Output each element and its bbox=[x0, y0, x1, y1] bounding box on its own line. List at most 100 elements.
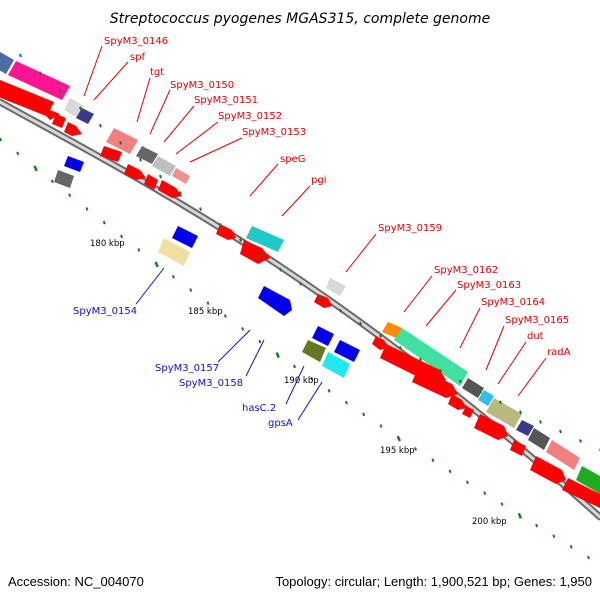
scale-tick bbox=[241, 327, 245, 331]
gene-label: spf bbox=[130, 52, 146, 63]
gene-arrow bbox=[562, 478, 600, 508]
gene-label: SpyM3_0159 bbox=[378, 223, 442, 234]
feature-block bbox=[546, 440, 580, 470]
gene-label: SpyM3_0146 bbox=[104, 36, 168, 47]
scale-tick bbox=[293, 364, 296, 369]
scale-tick bbox=[219, 222, 222, 227]
scale-tick bbox=[99, 123, 102, 128]
scale-tick bbox=[500, 502, 504, 506]
scale-tick bbox=[258, 339, 262, 344]
scale-tick bbox=[499, 400, 502, 405]
scale-tick bbox=[102, 220, 106, 225]
feature-block bbox=[326, 278, 346, 296]
reverse-gene-features bbox=[54, 156, 360, 378]
scale-tick bbox=[310, 376, 314, 381]
scale-tick bbox=[448, 469, 452, 474]
reverse-label-leaders bbox=[135, 267, 323, 421]
gene-arrow bbox=[314, 294, 332, 308]
feature-block bbox=[478, 390, 494, 406]
feature-block bbox=[106, 128, 138, 154]
gene-arrow bbox=[334, 340, 360, 362]
scale-tick bbox=[379, 424, 383, 428]
scale-tick bbox=[359, 321, 362, 326]
gene-arrow bbox=[448, 394, 466, 410]
scale-tick bbox=[327, 388, 331, 393]
gene-arrow bbox=[158, 180, 182, 198]
scale-tick bbox=[119, 141, 122, 145]
scale-label-195: 195 kbp bbox=[380, 446, 415, 456]
scale-tick bbox=[431, 458, 435, 462]
scale-tick bbox=[206, 301, 210, 305]
scale-tick bbox=[279, 267, 282, 272]
gene-arrow bbox=[144, 174, 158, 190]
scale-tick bbox=[223, 314, 227, 318]
gene-label: SpyM3_0164 bbox=[481, 297, 545, 308]
gene-arrow bbox=[100, 146, 122, 162]
gene-label: SpyM3_0153 bbox=[242, 127, 306, 138]
scale-tick bbox=[154, 261, 159, 268]
scale-labels: 180 kbp 185 kbp 190 kbp 195 kbp 200 kbp bbox=[90, 239, 507, 527]
scale-tick bbox=[199, 207, 202, 211]
scale-tick bbox=[517, 512, 522, 519]
gene-label: SpyM3_0154 bbox=[73, 306, 137, 317]
scale-tick bbox=[535, 523, 539, 528]
scale-tick bbox=[259, 253, 262, 257]
forward-label-leaders bbox=[83, 45, 547, 397]
outer-feature-track bbox=[0, 52, 600, 494]
scale-tick bbox=[299, 281, 302, 286]
feature-block bbox=[172, 168, 190, 184]
feature-block bbox=[394, 328, 468, 386]
scale-tick bbox=[239, 238, 242, 242]
feature-block bbox=[382, 322, 402, 338]
scale-tick bbox=[552, 534, 556, 539]
forward-gene-arrows bbox=[0, 80, 600, 508]
gene-label: SpyM3_0152 bbox=[218, 111, 282, 122]
gene-arrow bbox=[64, 122, 82, 136]
feature-block bbox=[136, 146, 158, 164]
scale-tick bbox=[275, 352, 280, 359]
gene-arrow bbox=[216, 224, 236, 240]
scale-tick bbox=[587, 555, 590, 560]
feature-block bbox=[76, 108, 94, 124]
scale-tick bbox=[559, 429, 562, 434]
scale-tick bbox=[85, 207, 89, 211]
gene-label: pgi bbox=[311, 175, 326, 186]
scale-tick bbox=[344, 400, 348, 405]
scale-tick bbox=[33, 165, 38, 172]
scale-tick bbox=[399, 346, 402, 350]
scale-tick bbox=[519, 410, 522, 414]
feature-block bbox=[516, 420, 534, 436]
feature-block bbox=[462, 378, 484, 398]
scale-tick bbox=[0, 137, 2, 142]
scale-tick bbox=[319, 295, 322, 300]
gene-label: SpyM3_0165 bbox=[505, 315, 569, 326]
gene-arrow bbox=[312, 326, 334, 346]
gene-label: speG bbox=[280, 154, 305, 165]
scale-ticks bbox=[0, 53, 600, 560]
gene-arrow bbox=[52, 114, 66, 128]
gene-arrow bbox=[412, 368, 458, 398]
gene-label: SpyM3_0162 bbox=[434, 265, 498, 276]
gene-arrow bbox=[510, 440, 526, 456]
map-title: Streptococcus pyogenes MGAS315, complete… bbox=[110, 11, 490, 27]
feature-block bbox=[302, 340, 326, 362]
scale-tick bbox=[59, 88, 62, 93]
scale-tick bbox=[137, 248, 141, 252]
accession-text: Accession: NC_004070 bbox=[8, 574, 144, 589]
scale-tick bbox=[339, 308, 342, 313]
scale-tick bbox=[419, 357, 422, 362]
reverse-gene-labels: SpyM3_0154 SpyM3_0157 SpyM3_0158 hasC.2 … bbox=[73, 306, 293, 429]
feature-block bbox=[0, 52, 14, 74]
scale-label-180: 180 kbp bbox=[90, 239, 125, 249]
gene-label: gpsA bbox=[268, 418, 293, 429]
forward-gene-labels: SpyM3_0146 spf tgt SpyM3_0150 SpyM3_0151… bbox=[104, 36, 571, 358]
feature-block bbox=[246, 226, 284, 252]
gene-arrow bbox=[462, 406, 474, 418]
gene-arrow bbox=[258, 286, 292, 316]
gene-label: tgt bbox=[150, 67, 164, 78]
gene-label: SpyM3_0150 bbox=[170, 80, 234, 91]
gene-label: dut bbox=[527, 331, 544, 342]
scale-tick bbox=[139, 157, 142, 162]
scale-tick bbox=[120, 234, 124, 239]
gene-label: SpyM3_0158 bbox=[179, 378, 243, 389]
